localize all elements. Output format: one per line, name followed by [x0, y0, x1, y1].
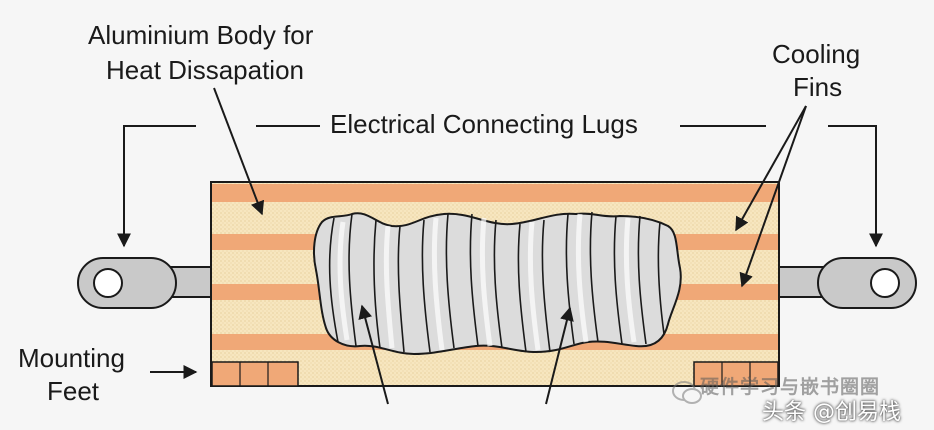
mounting-feet-label-line2: Feet — [47, 376, 100, 406]
cooling-fins-arrow-1 — [735, 105, 807, 232]
lugs-arrow-left — [117, 125, 320, 248]
mounting-feet — [211, 361, 779, 387]
cooling-fins-arrow-2 — [739, 105, 807, 288]
mounting-feet-label-line1: Mounting — [18, 343, 125, 373]
connecting-lugs-label: Electrical Connecting Lugs — [330, 109, 638, 139]
winding-arrow-left — [358, 304, 389, 405]
annotation-arrows — [117, 87, 883, 405]
winding-turns — [328, 211, 665, 353]
resistive-wire-winding — [313, 211, 682, 356]
aluminium-body-arrow — [213, 87, 265, 216]
cooling-fins-label-line2: Fins — [793, 72, 843, 102]
mounting-foot-right — [693, 361, 779, 387]
right-connecting-lug — [775, 257, 917, 309]
aluminium-body-label-line1: Aluminium Body for — [88, 20, 314, 50]
lugs-arrow-right — [680, 125, 883, 248]
aluminium-body-label-line2: Heat Dissapation — [106, 55, 304, 85]
watermark-credit: 头条 @创易栈 — [762, 400, 901, 425]
left-connecting-lug — [77, 257, 215, 309]
wechat-logo-icon — [672, 381, 702, 404]
winding-highlights — [337, 213, 637, 351]
cooling-fins-label-line1: Cooling — [772, 39, 861, 69]
winding-arrow-right — [545, 306, 574, 405]
mounting-foot-left — [211, 361, 299, 387]
watermark-source: 硬件学习与嵌书圈圈 — [700, 376, 881, 398]
